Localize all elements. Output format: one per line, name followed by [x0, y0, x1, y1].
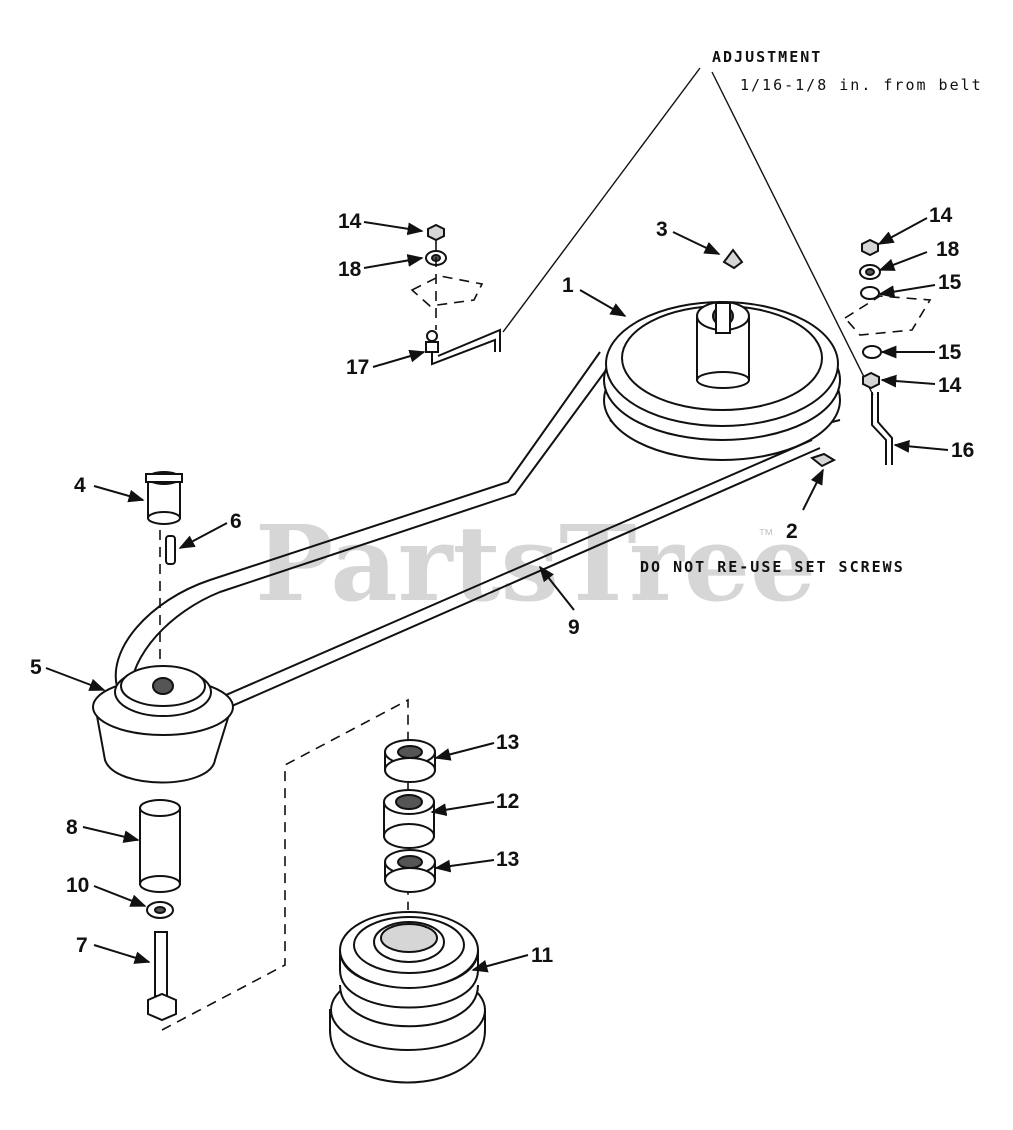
- watermark-text: PartsTree: [255, 502, 816, 625]
- set-screws-note: DO NOT RE-USE SET SCREWS: [640, 558, 905, 576]
- callout-labels: 1 2 3 4 5 6 7 8 9 10 11 12 13 13 14 14 1…: [30, 204, 974, 967]
- callout-15-lower: 15: [938, 341, 962, 364]
- callout-18-left: 18: [338, 258, 362, 281]
- callout-12: 12: [496, 790, 519, 813]
- callout-3: 3: [656, 218, 668, 241]
- adjustment-leader-left: [502, 67, 701, 333]
- washer: [146, 901, 174, 919]
- spacer-sleeve: [145, 471, 183, 525]
- callout-5: 5: [30, 656, 42, 679]
- callout-6: 6: [230, 510, 242, 533]
- callout-14-left: 14: [338, 210, 362, 233]
- adjustment-detail: 1/16-1/8 in. from belt: [740, 76, 983, 94]
- callout-11: 11: [531, 944, 554, 967]
- woodruff-key: [722, 248, 744, 270]
- main-pulley: [603, 301, 841, 461]
- adjustment-leader-right: [711, 71, 874, 396]
- callout-14-right-top: 14: [929, 204, 953, 227]
- set-screw: [809, 452, 837, 468]
- adjustment-title: ADJUSTMENT: [712, 48, 822, 66]
- callout-4: 4: [74, 474, 86, 497]
- roll-pin: [165, 535, 176, 565]
- callout-15-upper: 15: [938, 271, 962, 294]
- left-belt-guide: [410, 223, 501, 366]
- callout-10: 10: [66, 874, 89, 897]
- pulley-spacer: [139, 799, 181, 893]
- callout-7: 7: [76, 934, 88, 957]
- callout-8: 8: [66, 816, 78, 839]
- drive-pulley: [92, 665, 234, 784]
- callout-14-right-bottom: 14: [938, 374, 962, 397]
- double-pulley: [329, 911, 486, 1084]
- right-belt-guide: [843, 238, 932, 465]
- callout-18-right: 18: [936, 238, 960, 261]
- needle-bearing: [383, 789, 435, 849]
- bearing-lower: [384, 849, 436, 893]
- leader-arrows: [45, 217, 949, 973]
- callout-9: 9: [568, 616, 580, 639]
- callout-2: 2: [786, 520, 798, 543]
- watermark-trademark: ™: [758, 527, 774, 544]
- callout-17: 17: [346, 356, 369, 379]
- bearing-upper: [384, 739, 436, 783]
- callout-13-upper: 13: [496, 731, 519, 754]
- callout-1: 1: [562, 274, 574, 297]
- callout-16: 16: [951, 439, 974, 462]
- callout-13-lower: 13: [496, 848, 519, 871]
- hex-bolt: [147, 931, 177, 1022]
